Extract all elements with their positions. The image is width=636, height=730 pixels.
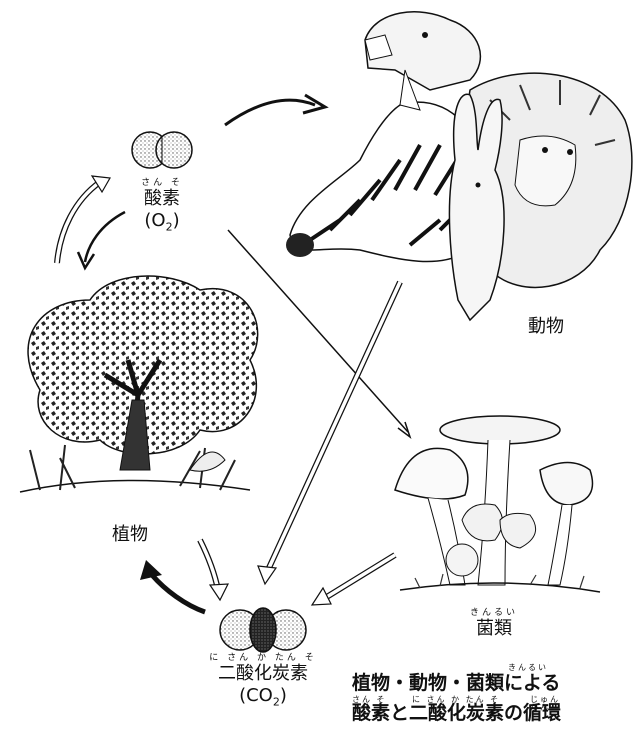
oxygen-label: さん そ 酸素 (O2) [130, 178, 194, 239]
tree-illustration [20, 276, 258, 492]
animals-label: 動物 [528, 316, 564, 338]
caption-line1-ruby: きんるい [508, 664, 548, 672]
co2-label: に さん か たん そ 二酸化炭素 (CO2) [198, 653, 328, 714]
arrow-fungi-to-co2 [312, 555, 395, 605]
fungi-ruby: きんるい [466, 608, 522, 618]
co2-formula: (CO2) [198, 685, 328, 714]
arrow-animals-to-co2 [258, 282, 400, 584]
caption-line1: 植物・動物・菌類による [352, 672, 560, 694]
fungi-label: きんるい 菌類 [466, 608, 522, 640]
oxygen-formula: (O2) [130, 210, 194, 239]
plants-label: 植物 [112, 524, 148, 546]
arrow-oxygen-to-animals [225, 95, 325, 125]
arrow-oxygen-to-plants [78, 212, 125, 268]
oxygen-name: 酸素 [130, 188, 194, 210]
co2-molecule [220, 608, 306, 652]
oxygen-ruby: さん そ [130, 178, 194, 188]
caption-line2-ruby-b: に さん か たん そ [412, 696, 500, 704]
arrow-plants-to-oxygen [57, 176, 110, 263]
animals-illustration [286, 12, 632, 320]
fungi-name: 菌類 [466, 618, 522, 640]
caption-line2-ruby-c: じゅんかん [530, 696, 561, 712]
co2-name: 二酸化炭素 [198, 663, 328, 685]
arrow-plants-to-co2 [200, 540, 228, 600]
caption-line2-ruby-a: さん そ [352, 696, 387, 704]
mushrooms-illustration [395, 416, 600, 592]
arrow-co2-to-plants [140, 560, 205, 612]
oxygen-molecule [132, 132, 192, 168]
co2-ruby: に さん か たん そ [198, 653, 328, 663]
diagram-caption: きんるい 植物・動物・菌類による さん そ に さん か たん そ じゅんかん … [352, 670, 561, 730]
